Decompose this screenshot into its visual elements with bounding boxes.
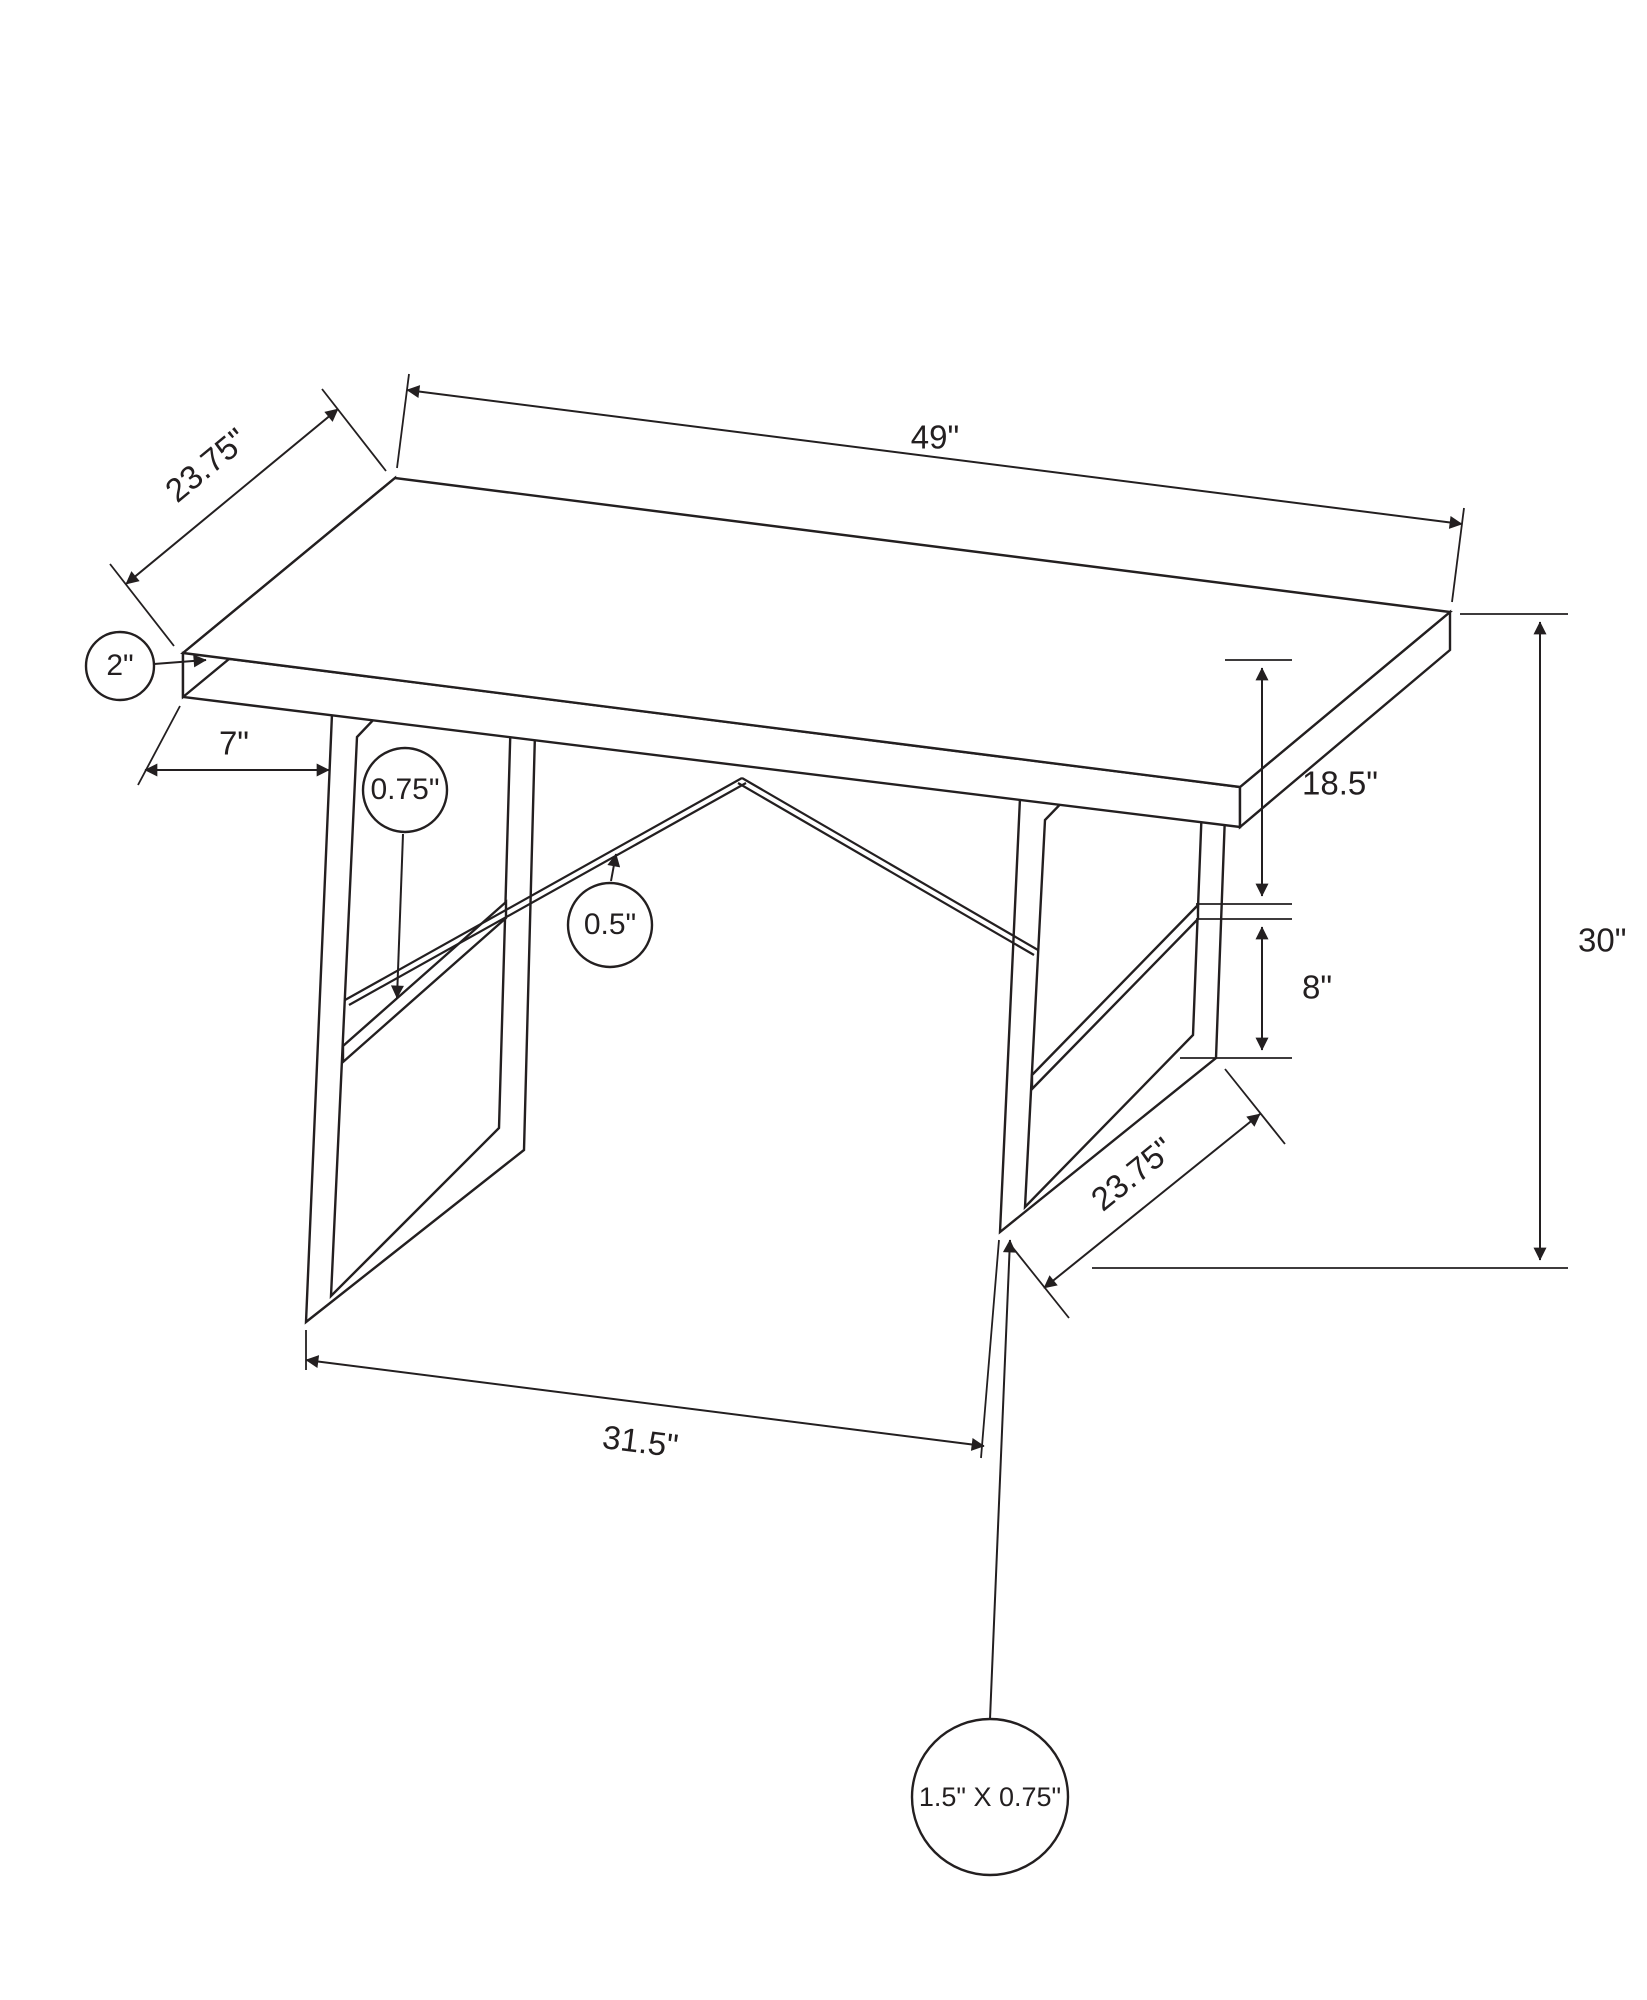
dim-side-overhang: 7" <box>137 705 330 786</box>
dim-shelf-to-top-label: 18.5" <box>1302 765 1378 802</box>
dim-leg-span: 31.5" <box>305 1239 1000 1464</box>
dimension-line <box>406 385 1463 529</box>
leader-arrow <box>390 833 404 999</box>
callout-brace-thickness: 0.5" <box>566 853 654 969</box>
dim-shelf-to-top: 18.5" <box>1196 659 1378 905</box>
callout-tube-size: 1.5" X 0.75" <box>910 1239 1070 1877</box>
extension-line <box>109 563 175 647</box>
desk-geometry <box>180 475 1453 1325</box>
cross-brace-left-line <box>344 777 743 1001</box>
cross-brace-right-line <box>741 777 1039 951</box>
extension-line <box>980 1239 1000 1459</box>
dimension-line <box>305 1355 985 1451</box>
dim-overall-height-label: 30" <box>1578 922 1626 959</box>
leader-arrow <box>153 654 207 668</box>
callout-shelf-thickness: 0.75" <box>361 746 449 999</box>
dim-top-length: 49" <box>396 373 1465 603</box>
dim-top-depth-label: 23.75" <box>158 421 254 510</box>
callout-circle <box>84 630 156 702</box>
callout-circle <box>361 746 449 834</box>
extension-line <box>137 705 181 786</box>
dim-leg-span-label: 31.5" <box>600 1418 680 1464</box>
dim-shelf-thickness-label: 0.75" <box>370 773 439 806</box>
extension-line <box>1008 1242 1070 1319</box>
cross-braces <box>344 777 1039 1006</box>
cross-brace-left-line <box>348 782 747 1006</box>
leader-arrow <box>989 1239 1016 1720</box>
dim-tube-size-label: 1.5" X 0.75" <box>919 1782 1061 1812</box>
extension-line <box>396 373 410 469</box>
dim-shelf-to-floor-label: 8" <box>1302 969 1332 1006</box>
dim-side-overhang-label: 7" <box>219 725 249 762</box>
dimension-line <box>1043 1113 1261 1289</box>
dim-top-length-label: 49" <box>911 419 959 456</box>
leader-arrow <box>607 853 621 882</box>
callout-top-thickness: 2" <box>84 630 207 702</box>
dim-top-thickness-label: 2" <box>106 649 133 682</box>
dim-shelf-to-floor: 8" <box>1180 918 1332 1059</box>
cross-brace-right-line <box>737 782 1035 956</box>
callout-circle <box>566 881 654 969</box>
extension-line <box>321 388 387 472</box>
dim-brace-thickness-label: 0.5" <box>584 908 636 941</box>
extension-line <box>1224 1068 1286 1145</box>
left-shelf-bar <box>341 899 508 1065</box>
dimension-line <box>125 408 339 585</box>
